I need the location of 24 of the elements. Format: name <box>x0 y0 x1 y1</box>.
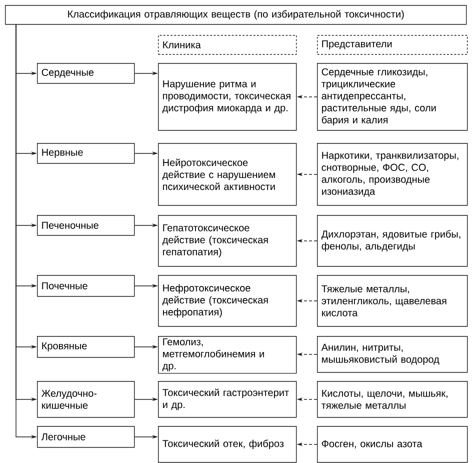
category-box: Кровяные <box>37 336 135 358</box>
column-header: Представители <box>317 35 468 55</box>
effect-box: Гепатотоксическое действие (токсическая гепатопатия) <box>158 215 297 267</box>
effect-box: Нейротоксическое действие с нарушением психической активности <box>158 143 297 206</box>
category-box: Почечные <box>37 275 135 297</box>
agents-box: Сердечные гликозиды, трициклические антидепрессанты, растительные яды, соли бария и калия <box>317 63 468 131</box>
effect-box: Токсический гастроэнтерит и др. <box>158 380 297 418</box>
effect-box: Нарушение ритма и проводимости, токсическая дистрофия миокарда и др. <box>158 63 297 131</box>
agents-box: Тяжелые металлы, этиленгликоль, щавелевая кислота <box>317 275 468 327</box>
agents-box: Анилин, нитриты, мышьяковистый водород <box>317 336 468 373</box>
effect-box: Нефротоксическое действие (токсическая нефропатия) <box>158 275 297 327</box>
effect-box: Токсический отек, фиброз <box>158 426 297 463</box>
title-box: Классификация отравляющих веществ (по избирательной токсичности) <box>5 5 467 25</box>
effect-box: Гемолиз, метгемоглобинемия и др. <box>158 336 297 374</box>
agents-box: Дихлорэтан, ядовитые грибы, фенолы, альдегиды <box>317 215 468 267</box>
agents-box: Кислоты, щелочи, мышьяк, тяжелые металлы <box>317 380 468 418</box>
category-box: Легочные <box>37 426 135 448</box>
category-box: Желудочно-кишечные <box>37 380 135 418</box>
column-header: Клиника <box>158 35 297 55</box>
category-box: Печеночные <box>37 215 135 236</box>
agents-box: Наркотики, транквилизаторы, снотворные, ФОС, CO, алкоголь, производные изониазида <box>317 143 468 206</box>
agents-box: Фосген, окислы азота <box>317 426 468 463</box>
category-box: Сердечные <box>37 63 135 84</box>
category-box: Нервные <box>37 143 135 164</box>
